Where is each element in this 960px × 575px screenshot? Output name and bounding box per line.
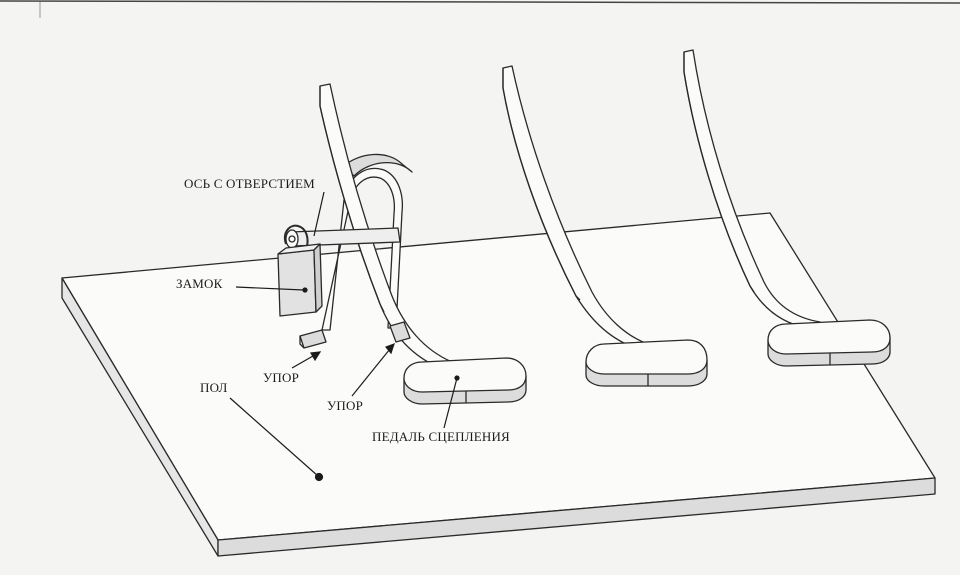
pedal-right-arm-edge bbox=[683, 52, 755, 293]
label-clutch-pedal: ПЕДАЛЬ СЦЕПЛЕНИЯ bbox=[372, 429, 510, 444]
leader-clutch-dot bbox=[454, 375, 460, 381]
pedal-right-pad bbox=[767, 319, 891, 355]
scan-edge-top bbox=[0, 0, 960, 4]
leader-stop-left-arrow bbox=[310, 351, 322, 362]
pedal-right bbox=[683, 49, 891, 367]
lock-body-side bbox=[313, 243, 323, 313]
label-lock: ЗАМОК bbox=[176, 276, 223, 291]
clutch-pad bbox=[403, 357, 527, 393]
leader-lines bbox=[229, 191, 460, 482]
bracket-top-band bbox=[343, 153, 413, 177]
lock-shackle bbox=[284, 224, 309, 251]
leader-stop-right bbox=[351, 343, 395, 397]
label-stop-left: УПОР bbox=[263, 370, 300, 385]
label-axis-with-hole: ОСЬ С ОТВЕРСТИЕМ bbox=[184, 176, 315, 191]
lock-body bbox=[277, 249, 317, 317]
stop-right-foot bbox=[389, 321, 411, 343]
leader-floor bbox=[229, 397, 319, 477]
axis-hole bbox=[288, 235, 296, 243]
pedal-middle bbox=[502, 65, 708, 387]
pedal-middle-arm-edge bbox=[502, 68, 581, 301]
leader-clutch bbox=[443, 377, 458, 429]
leader-lock bbox=[235, 286, 305, 291]
leader-floor-dot bbox=[314, 472, 324, 482]
clutch-pedal-arm-edge bbox=[319, 86, 385, 313]
leader-stop-right-arrow bbox=[384, 342, 395, 355]
leader-axis bbox=[313, 191, 325, 237]
stop-left-foot-edge bbox=[299, 336, 305, 349]
floor-front-face bbox=[217, 477, 936, 557]
leader-lock-dot bbox=[302, 287, 308, 293]
pedal-middle-pad bbox=[585, 339, 708, 375]
clutch-pedal bbox=[277, 83, 527, 405]
label-stop-right: УПОР bbox=[327, 398, 364, 413]
label-floor: ПОЛ bbox=[200, 380, 228, 395]
stop-left-foot bbox=[299, 329, 327, 349]
